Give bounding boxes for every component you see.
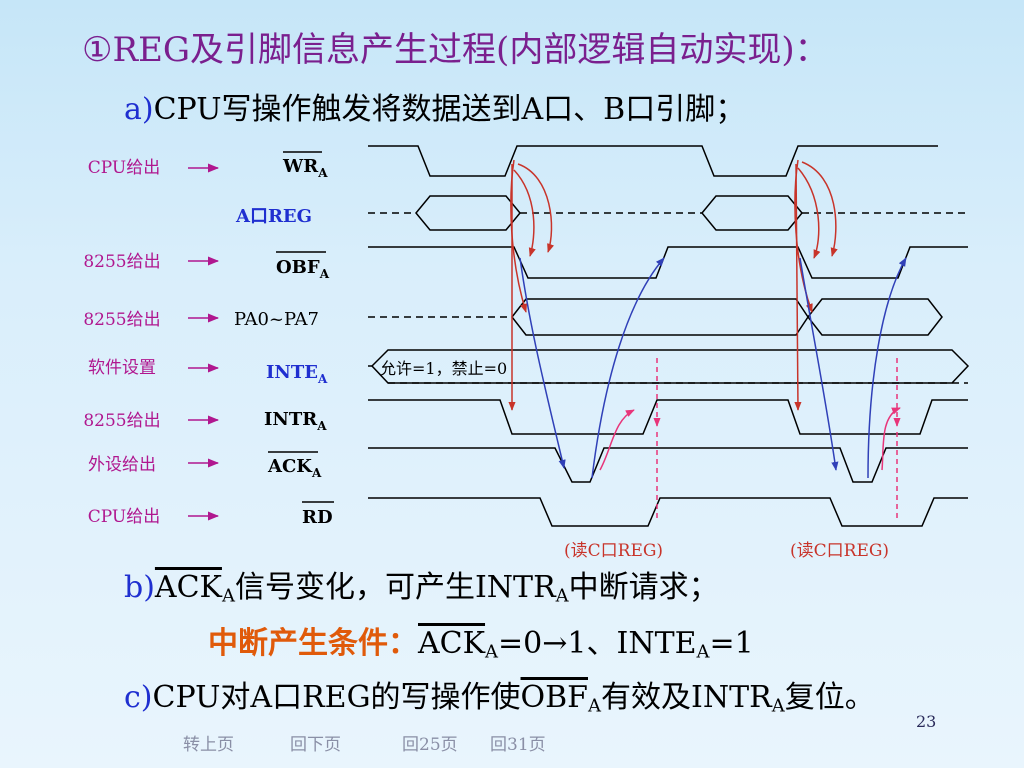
point-b-text: 信号变化，可产生INTR	[234, 570, 556, 605]
prev-page-link[interactable]: 转上页	[183, 735, 234, 755]
interrupt-condition: 中断产生条件：ACKA=0→1、INTEA=1	[208, 618, 754, 662]
point-c-pre: CPU对A口REG的写操作使	[152, 680, 521, 715]
source-label-inte: 软件设置	[88, 358, 156, 378]
handshake-arrow	[799, 257, 839, 471]
intr-subscript: A	[771, 695, 785, 717]
condition-label: 中断产生条件：	[208, 626, 418, 661]
inte-note: 允许=1，禁止=0	[380, 359, 507, 378]
read-c-label-2: (读C口REG)	[790, 541, 889, 561]
cause-arrow	[510, 159, 528, 313]
ack-subscript: A	[485, 641, 499, 663]
cause-arrow	[517, 163, 554, 253]
waveform-intr	[368, 399, 968, 435]
slide-title: ①REG及引脚信息产生过程(内部逻辑自动实现)：	[82, 30, 829, 70]
waveform-inte	[368, 349, 970, 384]
obf-signal: OBF	[520, 680, 588, 715]
signal-name-pa: PA0~PA7	[234, 309, 319, 330]
waveform-obf	[368, 246, 968, 279]
signal-name-wr: WRA	[282, 156, 328, 180]
source-label-ack: 外设给出	[88, 455, 156, 475]
ack-subscript: A	[221, 585, 235, 607]
inte-subscript: A	[696, 641, 710, 663]
intr-arrow	[599, 409, 635, 471]
waveform-pa	[368, 298, 943, 336]
source-label-intr: 8255给出	[83, 411, 160, 431]
signal-name-ack: ACKA	[267, 456, 322, 480]
signal-name-rd: RD	[302, 507, 333, 528]
signal-name-areg: A口REG	[235, 206, 312, 227]
ack-signal: ACK	[418, 626, 486, 661]
waveform-ack	[368, 447, 968, 483]
read-c-label-1: (读C口REG)	[564, 541, 663, 561]
page-number: 23	[916, 712, 937, 731]
point-b-end: 中断请求；	[568, 570, 719, 605]
handshake-arrow	[591, 257, 665, 479]
goto-page-31-link[interactable]: 回31页	[490, 735, 546, 755]
waveform-rd	[368, 497, 968, 527]
point-a-marker: a)	[124, 92, 154, 127]
intr-subscript: A	[555, 585, 569, 607]
condition-end: =1	[709, 626, 754, 661]
waveform-areg	[368, 195, 968, 231]
ack-signal: ACK	[154, 570, 222, 605]
point-b: b)ACKA信号变化，可产生INTRA中断请求；	[124, 562, 719, 606]
source-label-rd: CPU给出	[88, 507, 160, 527]
signal-name-obf: OBFA	[276, 257, 330, 281]
point-a-text: CPU写操作触发将数据送到A口、B口引脚；	[153, 92, 746, 127]
source-label-pa: 8255给出	[83, 310, 160, 330]
waveform-wr	[368, 145, 938, 177]
cause-arrow	[801, 161, 838, 257]
obf-subscript: A	[588, 695, 601, 717]
point-c-marker: c)	[124, 680, 153, 715]
signal-name-intr: INTRA	[264, 409, 327, 433]
condition-text: =0→1、INTE	[498, 626, 697, 661]
cause-arrow	[794, 163, 802, 411]
point-b-marker: b)	[124, 570, 155, 605]
handshake-arrow	[867, 257, 907, 479]
point-c-end: 复位。	[784, 680, 875, 715]
source-label-wr: CPU给出	[88, 158, 160, 178]
signal-name-inte: INTEA	[266, 362, 328, 386]
point-c: c)CPU对A口REG的写操作使OBFA有效及INTRA复位。	[124, 672, 875, 716]
cause-arrow	[797, 167, 821, 259]
intr-arrow	[881, 407, 901, 471]
point-a: a)CPU写操作触发将数据送到A口、B口引脚；	[124, 84, 745, 128]
point-c-text: 有效及INTR	[601, 680, 772, 715]
cause-arrow	[513, 169, 536, 257]
source-label-obf: 8255给出	[83, 252, 160, 272]
next-page-link[interactable]: 回下页	[290, 735, 341, 755]
handshake-arrow	[519, 257, 566, 469]
goto-page-25-link[interactable]: 回25页	[402, 735, 458, 755]
